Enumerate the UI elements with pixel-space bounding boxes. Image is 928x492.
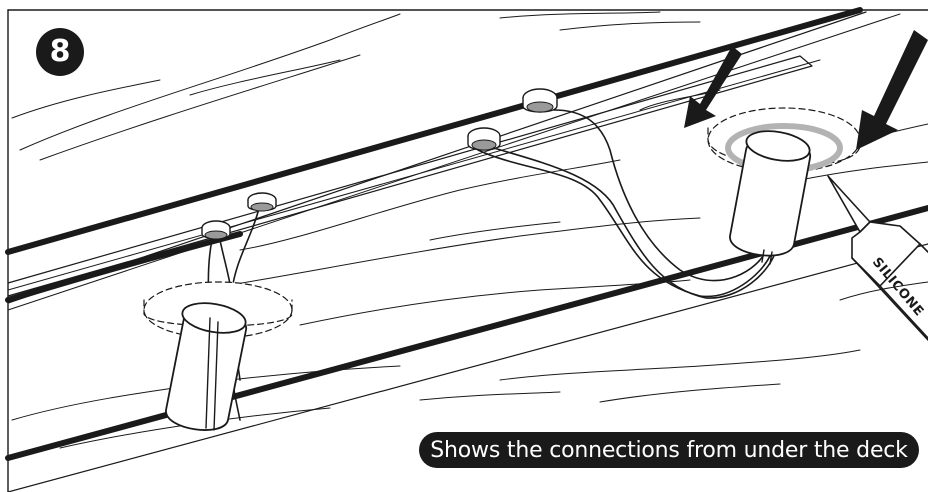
deck-light-4 <box>523 89 557 112</box>
arrow-down-left-icon <box>856 30 928 150</box>
deck-light-2 <box>248 193 276 211</box>
step-number-badge: 8 <box>36 28 84 76</box>
deck-light-3 <box>468 128 500 150</box>
caption-label: Shows the connections from under the dec… <box>419 432 919 468</box>
deck-light-1 <box>202 221 230 239</box>
